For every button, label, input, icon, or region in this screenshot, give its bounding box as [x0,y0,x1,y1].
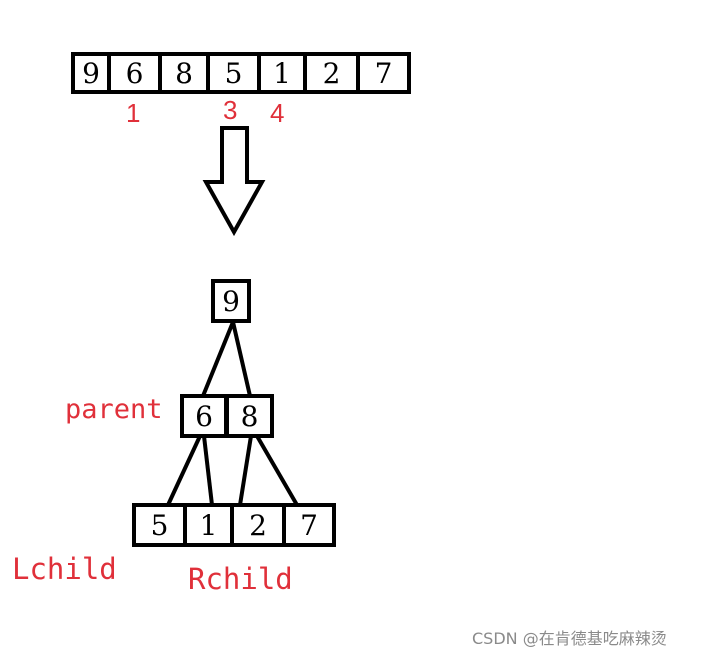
label-parent: parent [65,394,163,425]
down-arrow [202,126,266,237]
edge-6-to-1 [202,435,214,506]
tree-child-5: 5 [132,503,187,547]
label-rchild: Rchild [188,562,293,596]
index-mark-1: 1 [126,98,141,128]
tree-root: 9 [211,279,251,323]
edge-root-left [201,321,235,397]
array-cell-1: 6 [107,52,162,94]
array-cell-4: 1 [257,52,307,94]
tree-child-2: 2 [230,503,286,547]
tree-parent-6: 6 [180,394,228,438]
index-mark-3: 3 [223,95,238,125]
tree-child-7: 7 [282,503,336,547]
edge-8-to-2 [238,435,253,506]
edge-6-to-5 [166,435,202,506]
array-cell-0: 9 [71,52,111,94]
watermark: CSDN @在肯德基吃麻辣烫 [472,629,667,648]
array-cell-6: 7 [356,52,411,94]
array-cell-2: 8 [158,52,210,94]
edge-root-right [231,321,252,397]
tree-parent-8: 8 [225,394,274,438]
tree-child-1: 1 [183,503,234,547]
label-lchild: Lchild [12,552,117,586]
index-mark-4: 4 [270,98,285,128]
edge-8-to-7 [255,434,299,507]
